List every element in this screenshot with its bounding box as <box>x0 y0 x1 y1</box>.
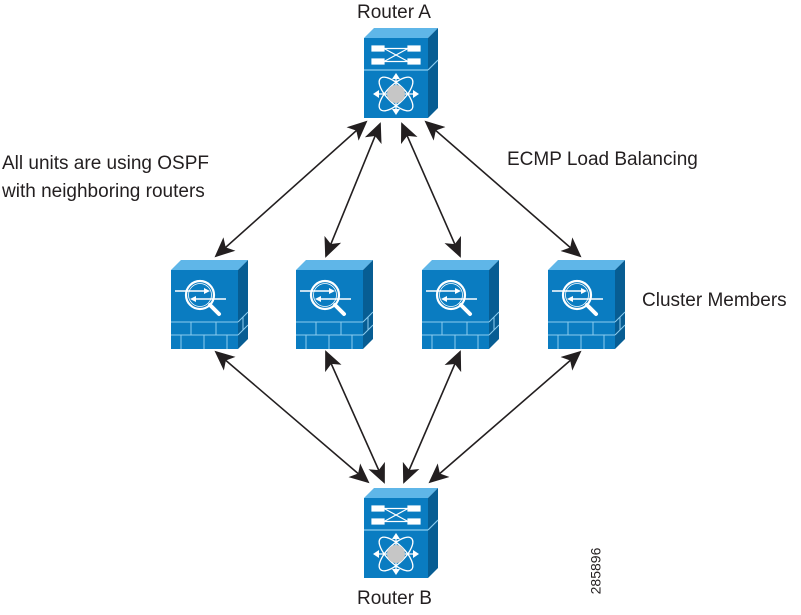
member-1-firewall-icon <box>169 258 250 351</box>
link-router-a-member-2 <box>324 122 382 258</box>
link-router-b-member-1 <box>214 350 370 484</box>
ospf-annotation-line2: with neighboring routers <box>2 181 205 202</box>
member-3-firewall-icon <box>420 258 501 351</box>
router-b-label: Router B <box>357 588 432 609</box>
ospf-annotation: All units are using OSPF with neighborin… <box>2 150 209 206</box>
ecmp-annotation: ECMP Load Balancing <box>507 149 698 170</box>
member-4-firewall-icon <box>546 258 627 351</box>
ospf-annotation-line1: All units are using OSPF <box>2 153 209 174</box>
member-2-firewall-icon <box>294 258 375 351</box>
figure-id: 285896 <box>587 547 604 595</box>
links-layer <box>214 120 582 484</box>
cluster-members-label: Cluster Members <box>642 290 787 311</box>
router-b-icon <box>363 487 439 579</box>
link-router-a-member-4 <box>424 120 582 258</box>
link-router-b-member-2 <box>325 350 385 484</box>
link-router-a-member-1 <box>214 120 368 258</box>
link-router-b-member-4 <box>428 350 582 484</box>
router-a-icon <box>363 27 439 119</box>
router-a-label: Router A <box>357 2 431 23</box>
